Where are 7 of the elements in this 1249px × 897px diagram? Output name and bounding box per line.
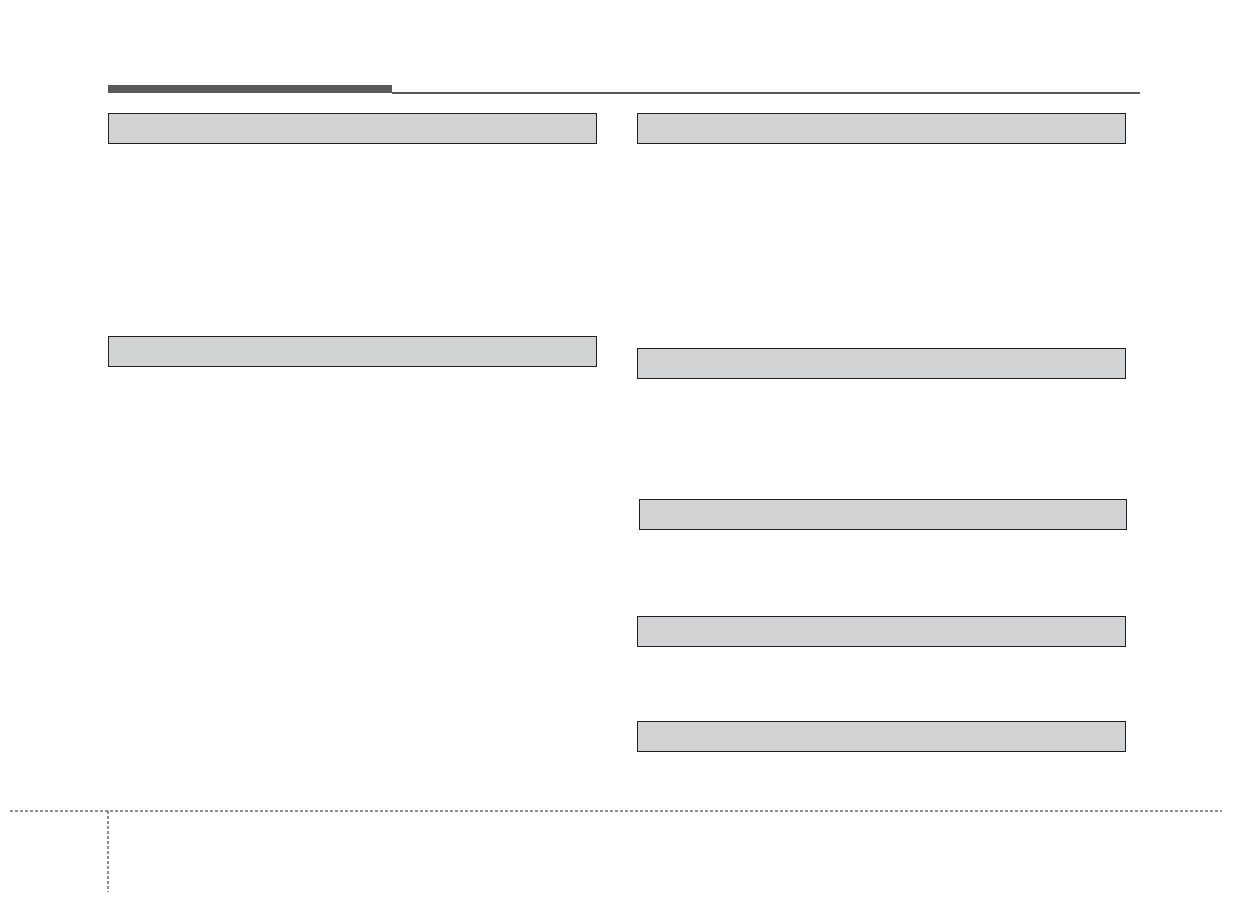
section-heading-bar	[637, 616, 1126, 647]
section-heading-bar	[108, 336, 597, 367]
section-heading-bar	[108, 113, 597, 144]
section-heading-bar	[637, 113, 1126, 144]
section-heading-bar	[639, 499, 1127, 530]
section-heading-bar	[637, 721, 1126, 752]
section-heading-bar	[637, 348, 1126, 379]
